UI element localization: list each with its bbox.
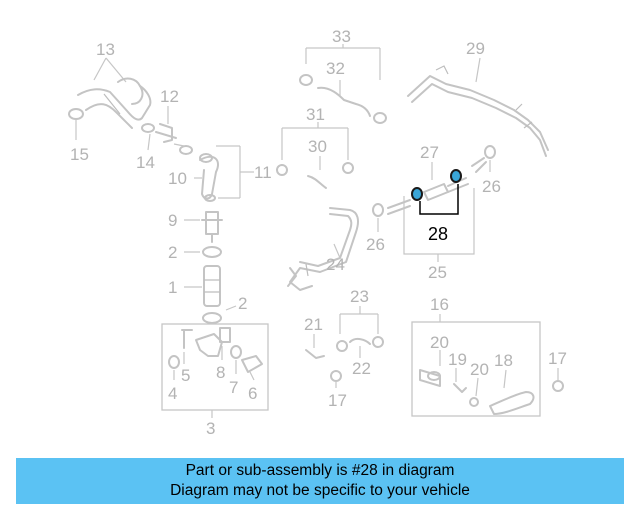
hose-assembly-13 — [68, 57, 152, 140]
tube-24 — [287, 207, 359, 291]
callout-17a: 17 — [328, 391, 347, 410]
callout-26a: 26 — [366, 235, 385, 254]
fitting-box-3 — [161, 323, 269, 418]
callout-19: 19 — [448, 350, 467, 369]
callout-28: 28 — [428, 224, 448, 244]
callout-8: 8 — [216, 363, 225, 382]
clamp-26-right — [484, 145, 496, 172]
callout-23: 23 — [350, 287, 369, 306]
callout-31: 31 — [306, 105, 325, 124]
callout-2b: 2 — [238, 294, 247, 313]
callout-15: 15 — [70, 145, 89, 164]
hose-30-31 — [276, 122, 354, 189]
clamp-28-highlighted — [411, 169, 462, 215]
callout-13: 13 — [96, 40, 115, 59]
callout-16: 16 — [430, 295, 449, 314]
tee-9-clamps-2-pipe-1 — [184, 211, 237, 324]
hose-10-11 — [194, 145, 254, 202]
bracket-25 — [403, 188, 475, 262]
info-banner: Part or sub-assembly is #28 in diagram D… — [16, 458, 624, 504]
callout-1: 1 — [168, 278, 177, 297]
callout-14: 14 — [136, 153, 155, 172]
banner-line-1: Part or sub-assembly is #28 in diagram — [185, 462, 455, 479]
fitting-21 — [305, 334, 325, 359]
callout-25: 25 — [428, 263, 447, 282]
callout-3: 3 — [206, 419, 215, 438]
callout-33: 33 — [332, 27, 351, 46]
pipe-29 — [407, 57, 549, 157]
callout-5: 5 — [181, 366, 190, 385]
callout-26b: 26 — [482, 177, 501, 196]
callout-2a: 2 — [168, 243, 177, 262]
hose-22-23 — [336, 306, 384, 358]
callout-4: 4 — [168, 384, 177, 403]
callout-20b: 20 — [470, 360, 489, 379]
callout-11: 11 — [254, 163, 272, 182]
callout-12: 12 — [160, 87, 179, 106]
parts-diagram: 13 15 12 14 10 11 9 2 1 2 4 5 — [68, 27, 567, 438]
callout-18: 18 — [494, 351, 513, 370]
clamp-17-right — [552, 368, 564, 392]
callout-6: 6 — [248, 384, 257, 403]
callout-30: 30 — [308, 137, 327, 156]
box-16 — [411, 314, 541, 417]
callout-9: 9 — [168, 211, 177, 230]
callout-22: 22 — [352, 359, 371, 378]
callout-17b: 17 — [548, 349, 567, 368]
callout-29: 29 — [466, 39, 485, 58]
hose-32-33 — [299, 44, 387, 124]
callout-27: 27 — [420, 143, 439, 162]
callout-20a: 20 — [430, 333, 449, 352]
clamp-26-mid — [372, 199, 411, 232]
clamp-17-mid — [330, 370, 342, 388]
callout-10: 10 — [168, 169, 187, 188]
callout-32: 32 — [326, 59, 345, 78]
callout-21: 21 — [304, 315, 323, 334]
fitting-12-14 — [141, 106, 193, 155]
banner-line-2: Diagram may not be specific to your vehi… — [170, 482, 470, 499]
callout-7: 7 — [229, 378, 238, 397]
callout-24: 24 — [326, 255, 345, 274]
